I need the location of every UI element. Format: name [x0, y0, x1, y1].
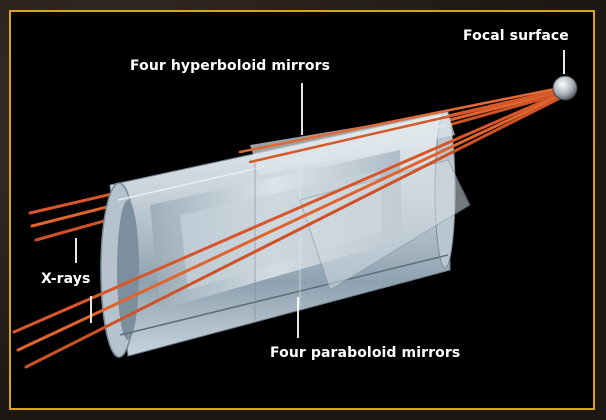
- label-focal-surface: Focal surface: [463, 28, 569, 44]
- mirror-assembly: [101, 112, 470, 357]
- label-xrays: X-rays: [41, 271, 90, 287]
- label-hyperboloid-mirrors: Four hyperboloid mirrors: [130, 58, 330, 74]
- focal-surface-sphere: [553, 76, 577, 100]
- label-paraboloid-mirrors: Four paraboloid mirrors: [270, 345, 460, 361]
